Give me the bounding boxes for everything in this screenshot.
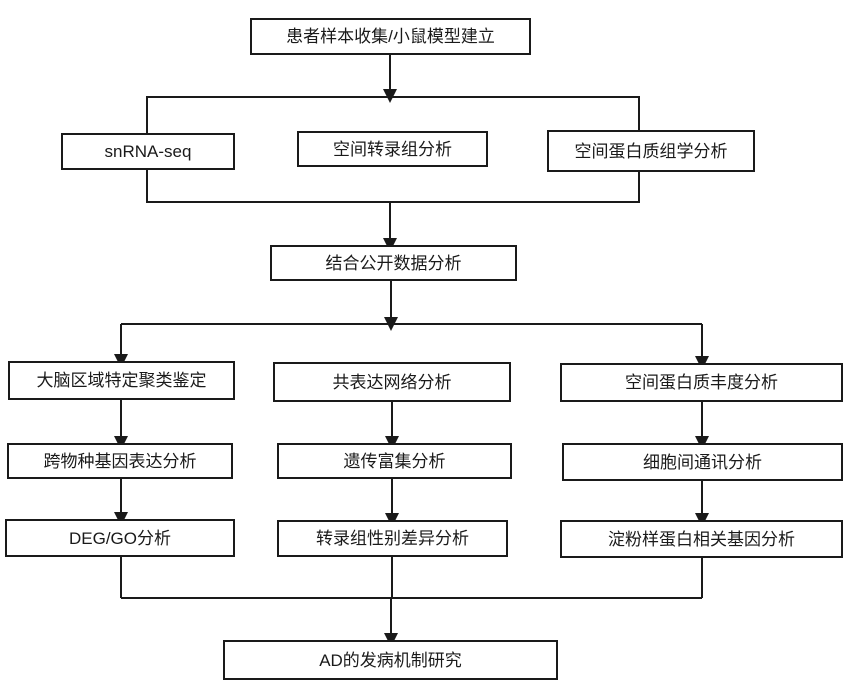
node-cell-communication: 细胞间通讯分析 (562, 443, 843, 481)
node-spatial-transcriptomics: 空间转录组分析 (297, 131, 488, 167)
node-deg-go-analysis: DEG/GO分析 (5, 519, 235, 557)
node-cross-species-expression: 跨物种基因表达分析 (7, 443, 233, 479)
node-sex-difference: 转录组性别差异分析 (277, 520, 508, 557)
node-spatial-proteomics: 空间蛋白质组学分析 (547, 130, 755, 172)
node-ad-mechanism: AD的发病机制研究 (223, 640, 558, 680)
node-amyloid-related-genes: 淀粉样蛋白相关基因分析 (560, 520, 843, 558)
node-spatial-protein-abundance: 空间蛋白质丰度分析 (560, 363, 843, 402)
node-patient-sample: 患者样本收集/小鼠模型建立 (250, 18, 531, 55)
node-snrna-seq: snRNA-seq (61, 133, 235, 170)
node-coexpression-network: 共表达网络分析 (273, 362, 511, 402)
node-brain-region-clustering: 大脑区域特定聚类鉴定 (8, 361, 235, 400)
node-genetic-enrichment: 遗传富集分析 (277, 443, 512, 479)
node-public-data: 结合公开数据分析 (270, 245, 517, 281)
